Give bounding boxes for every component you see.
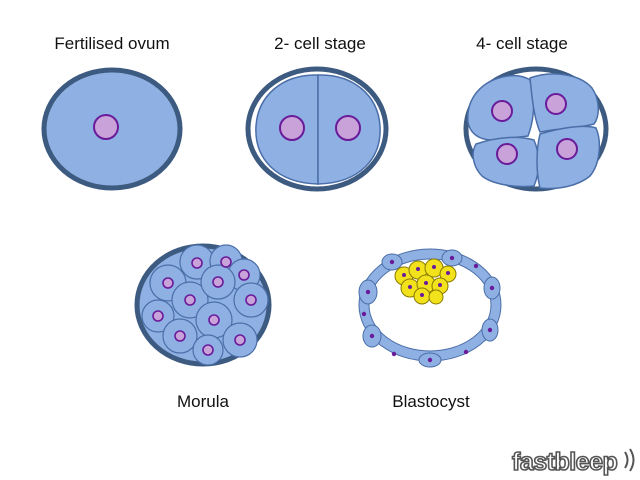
fertilised-ovum: [41, 67, 183, 191]
ovum-nucleus: [93, 114, 119, 140]
morula-nucleus: [238, 269, 250, 281]
trophoblast-nuclei: [361, 255, 495, 363]
trophoblast-nucleus: [389, 259, 395, 265]
icm-nuclei: [402, 265, 450, 297]
morula-nucleus: [202, 344, 214, 356]
icm-nucleus: [416, 267, 420, 271]
trophoblast-nucleus: [391, 351, 397, 357]
icm-nucleus: [446, 271, 450, 275]
trophoblast-nucleus: [463, 349, 469, 355]
morula-nucleus: [234, 334, 246, 346]
four-cell-nucleus-4: [556, 138, 578, 160]
label-fertilised-ovum: Fertilised ovum: [54, 34, 170, 53]
icm-nucleus: [402, 273, 406, 277]
icm-nucleus: [420, 293, 424, 297]
label-two-cell-stage: 2- cell stage: [274, 34, 366, 53]
icm-cell: [428, 289, 444, 305]
four-cell-nucleus-1: [491, 100, 513, 122]
icm-nucleus: [432, 265, 436, 269]
label-blastocyst: Blastocyst: [392, 392, 470, 411]
four-cell-stage: [463, 66, 609, 192]
trophoblast-nucleus: [427, 357, 433, 363]
four-cell-nucleus-3: [496, 143, 518, 165]
morula-nucleus: [245, 294, 257, 306]
blastocyst: [358, 248, 502, 368]
trophoblast-nucleus: [449, 255, 455, 261]
trophoblast-nucleus: [489, 285, 495, 291]
trophoblast-nucleus: [361, 311, 367, 317]
two-cell-stage: [245, 66, 389, 192]
morula-nuclei: [152, 256, 257, 356]
morula-nucleus: [191, 257, 203, 269]
two-cell-right-nucleus: [335, 115, 361, 141]
morula-nucleus: [152, 310, 164, 322]
fastbleep-logo: fastbleep: [506, 440, 640, 480]
morula-cells: [141, 244, 269, 366]
trophoblast-nucleus: [369, 333, 375, 339]
morula-nucleus: [184, 294, 196, 306]
morula-nucleus: [212, 276, 224, 288]
morula: [134, 243, 272, 367]
morula-nucleus: [220, 256, 232, 268]
icm-nucleus: [438, 283, 442, 287]
two-cell-left-nucleus: [279, 115, 305, 141]
morula-nucleus: [174, 330, 186, 342]
morula-nucleus: [162, 277, 174, 289]
trophoblast-nucleus: [365, 289, 371, 295]
svg-text:fastbleep: fastbleep: [512, 448, 617, 476]
icm-nucleus: [424, 281, 428, 285]
trophoblast-nucleus: [473, 263, 479, 269]
blastocyst-trophoblast-outline-inner: [368, 258, 492, 352]
trophoblast-nucleus: [487, 327, 493, 333]
morula-nucleus: [208, 314, 220, 326]
label-morula: Morula: [177, 392, 229, 411]
label-four-cell-stage: 4- cell stage: [476, 34, 568, 53]
icm-nucleus: [408, 285, 412, 289]
four-cell-nucleus-2: [545, 93, 567, 115]
